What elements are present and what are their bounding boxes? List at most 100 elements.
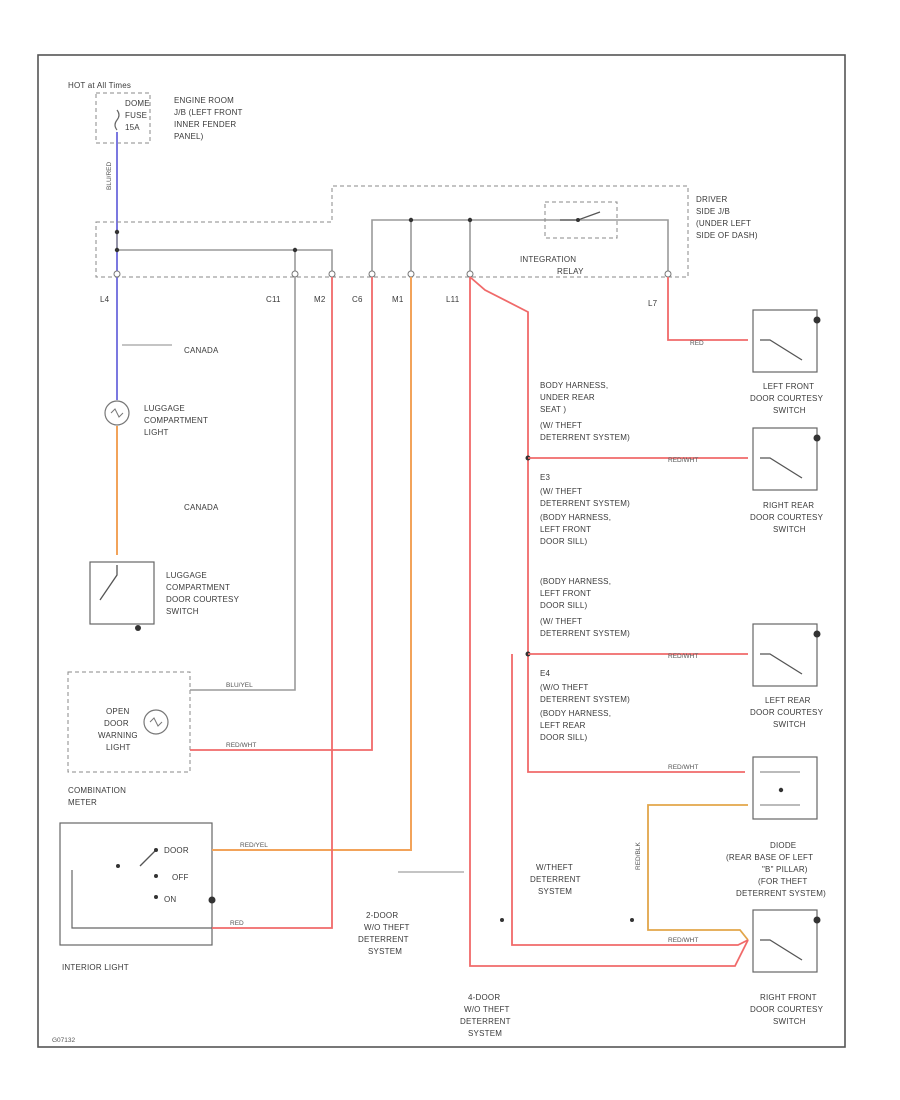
driver-side-jb-label-4: SIDE OF DASH)	[696, 231, 758, 240]
wire-blu-yel-label: BLU/YEL	[226, 682, 253, 689]
luggage-switch-label-1: LUGGAGE	[166, 571, 207, 580]
rr-door-label-1: RIGHT REAR	[763, 501, 814, 510]
open-door-label-3: WARNING	[98, 731, 138, 740]
integration-relay-contact	[576, 218, 580, 222]
interior-light-switch-blade	[139, 849, 157, 867]
engine-room-jb-label-4: PANEL)	[174, 132, 204, 141]
lf-switch-blade	[760, 339, 803, 361]
open-door-light-filament	[149, 717, 163, 727]
driver-side-jb-label-1: DRIVER	[696, 195, 727, 204]
two-door-label-3: DETERRENT	[358, 935, 409, 944]
atd-2a: (W/ THEFT	[540, 487, 582, 496]
wire-m1-red-yel	[212, 277, 412, 851]
lf-door-label-1: LEFT FRONT	[763, 382, 814, 391]
two-door-label-4: SYSTEM	[368, 947, 402, 956]
engine-room-jb-label-2: J/B (LEFT FRONT	[174, 108, 243, 117]
four-door-label-3: DETERRENT	[460, 1017, 511, 1026]
wire-red-wht-label-diode: RED/WHT	[668, 764, 698, 771]
interior-light-frame-line	[71, 870, 212, 929]
wire-m2-red	[212, 277, 333, 929]
lf-door-label-3: SWITCH	[773, 406, 806, 415]
luggage-switch-label-3: DOOR COURTESY	[166, 595, 240, 604]
diagram-frame	[37, 54, 846, 1048]
wire-red-blk-label: RED/BLK	[635, 842, 642, 870]
combination-meter-label-2: METER	[68, 798, 97, 807]
luggage-switch-ground	[135, 625, 141, 631]
pin-l11-label: L11	[446, 295, 460, 304]
driver-side-jb-box	[95, 185, 689, 278]
engine-room-jb-label-1: ENGINE ROOM	[174, 96, 234, 105]
four-door-label-1: 4-DOOR	[468, 993, 500, 1002]
driver-side-jb-label-2: SIDE J/B	[696, 207, 730, 216]
diode-label-3: "B" PILLAR)	[762, 865, 808, 874]
rr-switch-ground	[813, 434, 821, 442]
il-contact-door	[154, 848, 158, 852]
figure-id: G07132	[52, 1037, 76, 1044]
wire-red-wht-label: RED/WHT	[226, 742, 256, 749]
il-contact-off	[154, 874, 158, 878]
wt-theft-label-1: W/THEFT	[536, 863, 573, 872]
il-door-label: DOOR	[164, 846, 189, 855]
rf-door-label-1: RIGHT FRONT	[760, 993, 817, 1002]
body-harness-1b: UNDER REAR	[540, 393, 595, 402]
wire-red-wht-label-rr: RED/WHT	[668, 457, 698, 464]
luggage-light-label-3: LIGHT	[144, 428, 169, 437]
canada-label-1: CANADA	[184, 346, 219, 355]
diode-node	[778, 787, 784, 793]
luggage-switch-label-4: SWITCH	[166, 607, 199, 616]
body-harness-1a: BODY HARNESS,	[540, 381, 608, 390]
e3-label: E3	[540, 473, 551, 482]
wire-red-wht-label-lr: RED/WHT	[668, 653, 698, 660]
rf-door-label-3: SWITCH	[773, 1017, 806, 1026]
diode-label-4: (FOR THEFT	[758, 877, 807, 886]
integration-relay-switch	[560, 211, 601, 221]
diode-symbol	[760, 771, 800, 806]
rf-switch-ground	[813, 916, 821, 924]
engine-room-jb-label-3: INNER FENDER	[174, 120, 236, 129]
pin-l4-label: L4	[100, 295, 110, 304]
integration-relay-label-1: INTEGRATION	[520, 255, 576, 264]
pin-l4-connector	[113, 270, 121, 278]
lr-door-label-3: SWITCH	[773, 720, 806, 729]
lr-switch-ground	[813, 630, 821, 638]
pin-m1-label: M1	[392, 295, 404, 304]
dome-fuse-symbol	[114, 109, 120, 131]
body-harness-1c: SEAT )	[540, 405, 566, 414]
dome-fuse-label: DOME	[125, 99, 150, 108]
wire-c11-blu-yel	[190, 277, 296, 691]
pin-c6-connector	[368, 270, 376, 278]
four-door-label-4: SYSTEM	[468, 1029, 502, 1038]
integration-relay-label-2: RELAY	[557, 267, 584, 276]
body-harness-2a: (BODY HARNESS,	[540, 513, 611, 522]
rf-door-label-2: DOOR COURTESY	[750, 1005, 824, 1014]
body-harness-2b: LEFT FRONT	[540, 525, 591, 534]
il-contact-on	[154, 895, 158, 899]
wt-node-b	[500, 918, 504, 922]
two-door-label-2: W/O THEFT	[364, 923, 410, 932]
luggage-light-label-2: COMPARTMENT	[144, 416, 208, 425]
fuse-amp-label: 15A	[125, 123, 140, 132]
luggage-light-filament	[110, 408, 124, 418]
jb-node-4	[408, 217, 414, 223]
jb-internal-bus-2	[371, 219, 669, 272]
diode-box	[752, 756, 818, 820]
lf-switch-ground	[813, 316, 821, 324]
wire-red-label-lf: RED	[690, 340, 704, 347]
rr-door-label-2: DOOR COURTESY	[750, 513, 824, 522]
il-contact-pivot	[116, 864, 120, 868]
pin-c11-label: C11	[266, 295, 281, 304]
body-harness-3a: (BODY HARNESS,	[540, 577, 611, 586]
hot-at-all-times-label: HOT at All Times	[68, 81, 131, 90]
atd-3a: (W/ THEFT	[540, 617, 582, 626]
rr-switch-blade	[760, 457, 803, 479]
open-door-label-1: OPEN	[106, 707, 129, 716]
lr-switch-blade	[760, 653, 803, 675]
four-door-label-2: W/O THEFT	[464, 1005, 510, 1014]
rr-door-label-3: SWITCH	[773, 525, 806, 534]
jb-node-3	[292, 247, 298, 253]
atd-4b: DETERRENT SYSTEM)	[540, 695, 630, 704]
luggage-switch-blade	[99, 565, 118, 601]
pin-m2-connector	[328, 270, 336, 278]
lf-door-switch	[752, 309, 818, 373]
